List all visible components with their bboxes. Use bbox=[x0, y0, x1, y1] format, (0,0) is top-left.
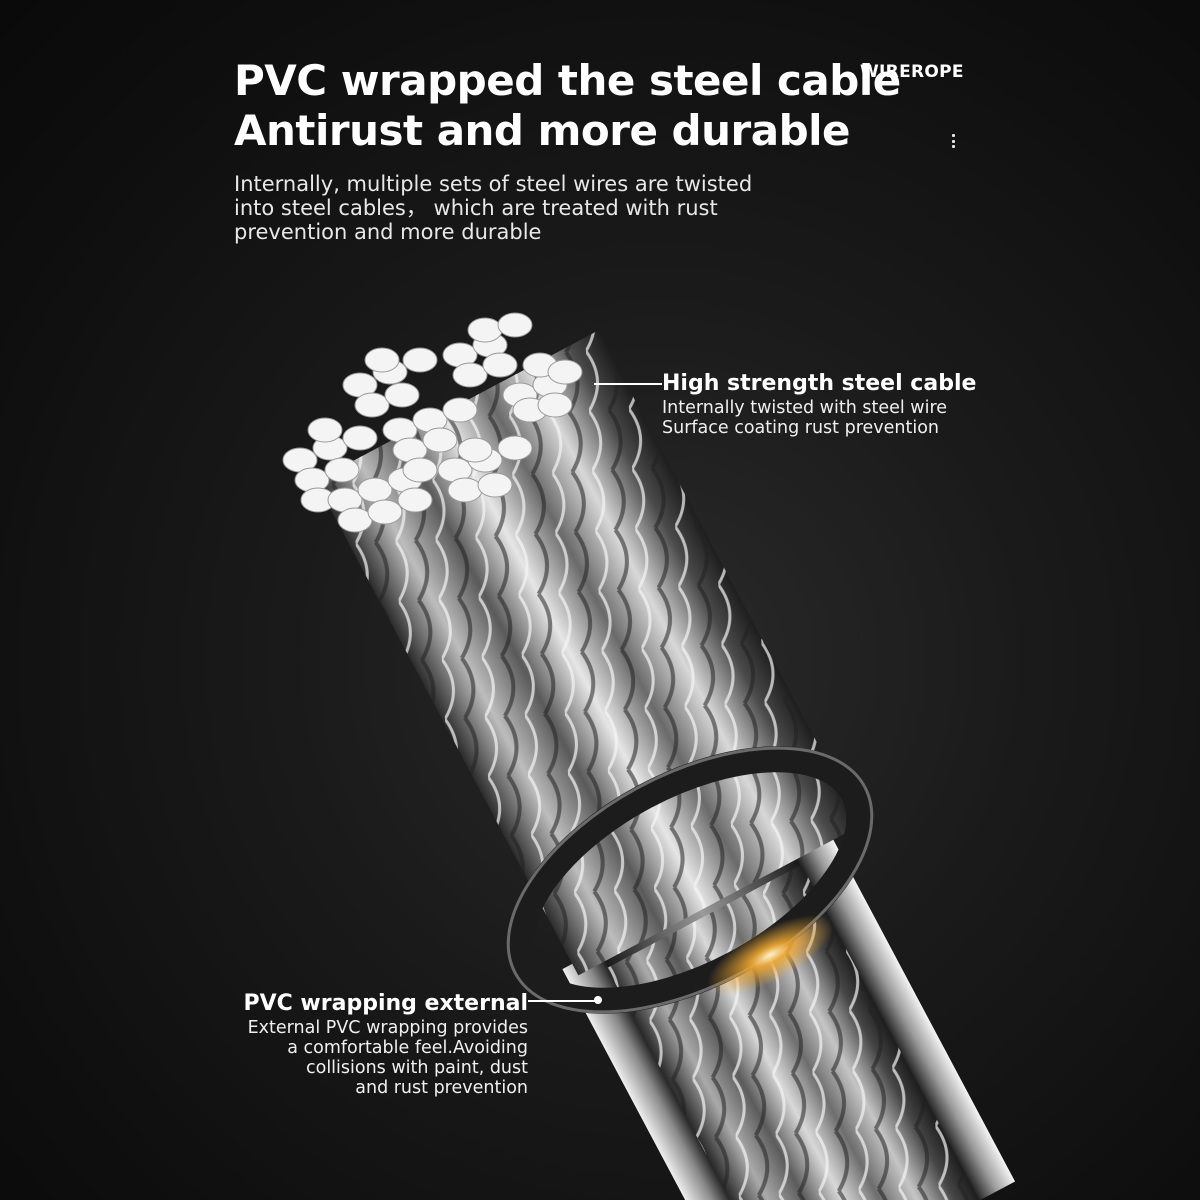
headline-line-1: PVC wrapped the steel cable bbox=[234, 56, 901, 105]
ellipsis-dot bbox=[951, 139, 955, 143]
ellipsis-dot bbox=[951, 145, 955, 148]
callout-line: collisions with paint, dust bbox=[305, 1058, 528, 1078]
brand-label: WIREROPE bbox=[860, 62, 964, 82]
callout-line: and rust prevention bbox=[355, 1078, 528, 1098]
ellipsis-dot bbox=[951, 134, 955, 137]
intro-line: Internally, multiple sets of steel wires… bbox=[234, 172, 753, 196]
callout-description: Internally twisted with steel wire Surfa… bbox=[662, 398, 976, 438]
callout-anchor-dot bbox=[594, 996, 602, 1004]
page-headline: PVC wrapped the steel cable Antirust and… bbox=[234, 56, 901, 156]
callout-title: PVC wrapping external bbox=[243, 991, 528, 1016]
callout-title: High strength steel cable bbox=[662, 371, 977, 396]
callout-leader-line-top bbox=[594, 383, 662, 385]
callout-line: Surface coating rust prevention bbox=[662, 418, 940, 438]
callout-description: External PVC wrapping provides a comfort… bbox=[243, 1018, 528, 1098]
intro-description: Internally, multiple sets of steel wires… bbox=[234, 172, 834, 244]
callout-pvc-wrapping: PVC wrapping external External PVC wrapp… bbox=[243, 990, 528, 1098]
vertical-ellipsis-icon bbox=[950, 134, 956, 148]
headline-line-2: Antirust and more durable bbox=[234, 106, 851, 155]
intro-line: prevention and more durable bbox=[234, 220, 542, 244]
callout-line: a comfortable feel.Avoiding bbox=[287, 1038, 528, 1058]
callout-leader-line-bottom bbox=[528, 1000, 598, 1002]
intro-line: into steel cables， which are treated wit… bbox=[234, 196, 718, 220]
callout-line: Internally twisted with steel wire bbox=[662, 398, 948, 418]
callout-line: External PVC wrapping provides bbox=[247, 1018, 528, 1038]
callout-steel-cable: High strength steel cable Internally twi… bbox=[662, 370, 976, 438]
